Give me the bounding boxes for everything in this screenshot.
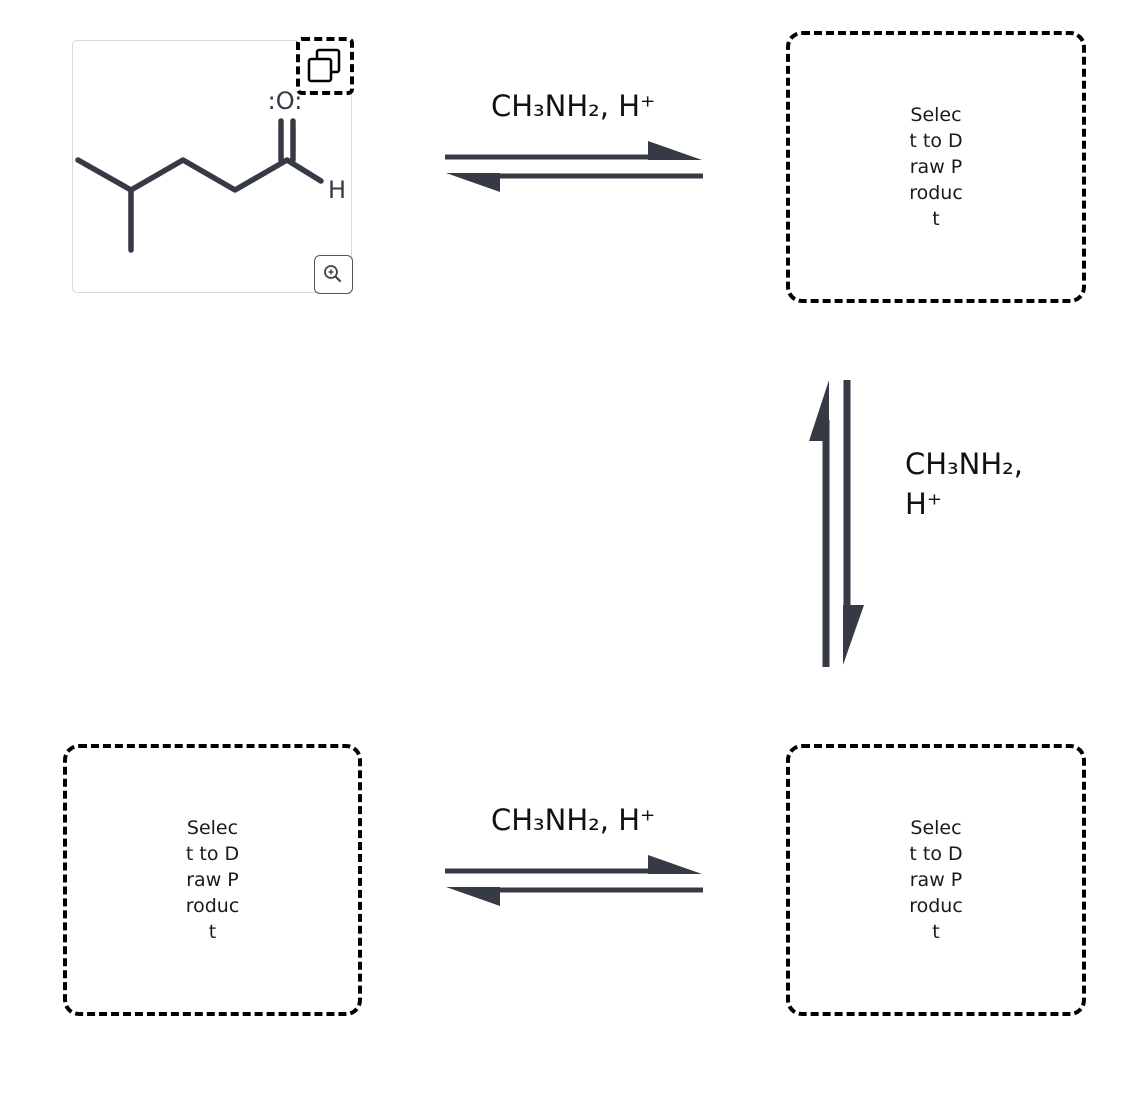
product-box-label: Select to Draw Product — [909, 104, 963, 230]
reagent-label-right-line2: H⁺ — [905, 487, 943, 521]
copy-icon — [307, 48, 341, 83]
reactant-molecule: :O: H — [75, 87, 346, 253]
reagent-label-right-line1: CH₃NH₂, — [905, 447, 1024, 481]
zoom-in-icon — [324, 265, 342, 283]
copy-button[interactable] — [296, 37, 354, 95]
reagent-label-right: CH₃NH₂, H⁺ — [905, 444, 1055, 524]
carbon-chain-bonds — [75, 157, 324, 193]
equilibrium-arrow-vertical — [809, 380, 864, 667]
reagent-label-top: CH₃NH₂, H⁺ — [491, 89, 656, 123]
equilibrium-arrow-bottom — [445, 855, 703, 906]
product-box-top-right[interactable]: Select to Draw Product — [786, 31, 1086, 303]
equilibrium-arrow-top — [445, 141, 703, 192]
product-box-bottom-left[interactable]: Select to Draw Product — [63, 744, 362, 1016]
product-box-bottom-right[interactable]: Select to Draw Product — [786, 744, 1086, 1016]
product-box-label: Select to Draw Product — [909, 817, 963, 943]
product-box-label: Select to Draw Product — [185, 817, 240, 943]
reagent-label-bottom: CH₃NH₂, H⁺ — [491, 803, 656, 837]
hydrogen-atom-label: H — [328, 176, 346, 204]
zoom-button[interactable] — [314, 255, 353, 294]
